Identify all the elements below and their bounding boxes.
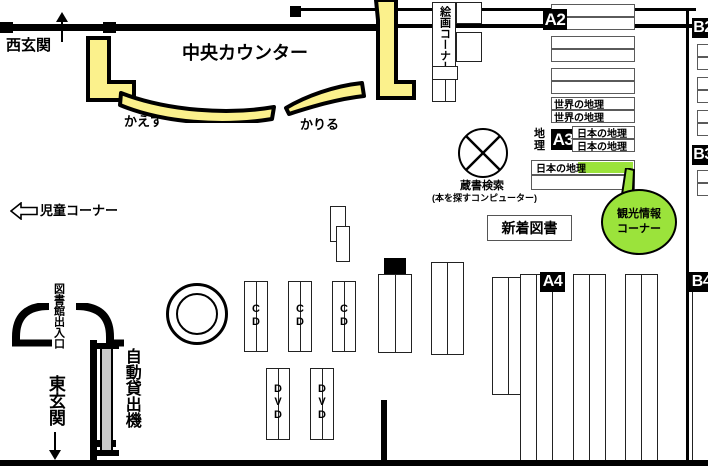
wall-south-divider <box>381 400 387 460</box>
west-entrance-arrow-icon <box>56 12 68 42</box>
shelf-world-geography-2 <box>551 110 635 123</box>
shelf-a2-row-5 <box>551 68 635 81</box>
shelf-dvd-1-divider <box>278 368 279 440</box>
tourist-corner-bubble[interactable]: 観光情報 コーナー <box>601 189 677 255</box>
wall-south-bottom <box>0 460 708 466</box>
checkout-machine-label: 自動貸出機 <box>122 348 140 428</box>
painting-corner-label: 絵画コーナー <box>438 6 451 72</box>
shelf-b2-row-3 <box>697 77 708 90</box>
shelf-b2-row-5 <box>697 110 708 123</box>
shelf-a2-row-6 <box>551 81 635 94</box>
shelf-a2-row-3 <box>551 36 635 49</box>
counter-return-bar <box>118 91 276 123</box>
shelf-cd-2-divider <box>300 281 301 352</box>
library-gate-door-left-icon <box>12 303 52 347</box>
checkout-machine-bottom-cap <box>97 450 119 456</box>
catalog-search-label: 蔵書検索 <box>460 180 504 192</box>
shelf-world-geography-2-label: 世界の地理 <box>554 113 604 124</box>
children-corner-label: 児童コーナー <box>40 203 119 218</box>
zone-tag-b3: B3 <box>692 145 708 165</box>
checkout-machine-top-cap <box>97 343 119 349</box>
tourist-corner-label-line2: コーナー <box>617 223 661 235</box>
painting-shelf-1 <box>456 2 482 24</box>
wall-north-segment-right <box>296 24 396 31</box>
painting-shelf-4 <box>432 66 458 80</box>
shelf-a4-col-2-divider <box>589 274 590 466</box>
shelf-cd-1-label: CD <box>250 303 262 329</box>
painting-shelf-2 <box>456 32 482 62</box>
shelf-a4-col-3-divider <box>641 274 642 466</box>
shelf-japan-geography-3-label: 日本の地理 <box>536 164 586 175</box>
shelf-japan-geography-lower <box>531 175 635 190</box>
wall-north-thin-upper <box>296 8 696 11</box>
zone-marker-unlabeled <box>384 258 406 275</box>
zone-tag-b4: B4 <box>689 272 708 292</box>
shelf-cd-3-label: CD <box>338 303 350 329</box>
counter-left-piece <box>86 36 136 102</box>
catalog-search-sublabel: (本を探すコンピューター) <box>432 193 537 203</box>
shelf-japan-geography-1-label: 日本の地理 <box>577 129 627 140</box>
counter-borrow-bar <box>284 81 366 116</box>
tourist-corner-label-line1: 観光情報 <box>617 208 661 221</box>
shelf-dvd-2-label: DVD <box>316 383 328 422</box>
shelf-cd-1-divider <box>256 281 257 352</box>
shelf-center-tall-2-divider <box>447 262 448 355</box>
library-gate-label: 図書館出入口 <box>52 283 65 349</box>
west-entrance-label: 西玄関 <box>6 37 52 54</box>
shelf-center-tall-1-divider <box>395 274 396 353</box>
wall-post-mid-left <box>103 22 116 33</box>
shelf-b3-row-1 <box>697 170 708 183</box>
zone-tag-b2: B2 <box>692 18 708 38</box>
shelf-b2-row-1 <box>697 44 708 57</box>
shelf-japan-geography-2-label: 日本の地理 <box>577 142 627 153</box>
shelf-a2-row-4 <box>551 49 635 62</box>
wall-post-mid <box>290 6 301 17</box>
shelf-cd-2-label: CD <box>294 303 306 329</box>
shelf-japan-geography-2 <box>572 139 635 152</box>
shelf-b3-row-2 <box>697 183 708 196</box>
checkout-machine-unit[interactable] <box>100 345 113 455</box>
east-entrance-label: 東玄関 <box>45 375 65 426</box>
tourist-highlight-band <box>578 162 633 173</box>
shelf-dvd-1-label: DVD <box>272 383 284 422</box>
wall-north-main <box>12 24 396 31</box>
catalog-search-cross-icon <box>465 135 501 171</box>
shelf-dvd-2-divider <box>322 368 323 440</box>
wall-post-left <box>0 22 13 33</box>
geography-group-label: 地理 <box>534 128 545 153</box>
central-counter-title: 中央カウンター <box>182 43 308 63</box>
counter-return-label: かえす <box>124 114 164 129</box>
counter-right-piece <box>373 0 416 100</box>
zone-tag-a2: A2 <box>543 9 567 30</box>
shelf-b2-row-6 <box>697 123 708 136</box>
zone-tag-a3: A3 <box>551 129 575 150</box>
new-books-display[interactable]: 新着図書 <box>487 215 572 241</box>
shelf-world-geography-1-label: 世界の地理 <box>554 100 604 111</box>
children-corner-arrow-icon <box>10 202 38 220</box>
shelf-cd-3-divider <box>344 281 345 352</box>
shelf-center-tall-3-divider <box>508 277 509 395</box>
shelf-world-geography-1 <box>551 97 635 110</box>
wall-east-vertical <box>686 8 689 466</box>
zone-tag-a4: A4 <box>540 272 565 292</box>
counter-borrow-label: かりる <box>300 117 340 132</box>
shelf-b2-row-2 <box>697 57 708 70</box>
east-entrance-arrow-icon <box>49 432 61 460</box>
shelf-japan-geography-1 <box>572 126 635 139</box>
shelf-center-small-2 <box>336 226 350 262</box>
shelf-a4-col-1-divider <box>536 274 537 466</box>
shelf-b4-col-1 <box>692 283 708 466</box>
structural-column-inner <box>176 293 218 335</box>
shelf-b2-row-4 <box>697 90 708 103</box>
wall-interior-vertical-left <box>90 340 97 460</box>
